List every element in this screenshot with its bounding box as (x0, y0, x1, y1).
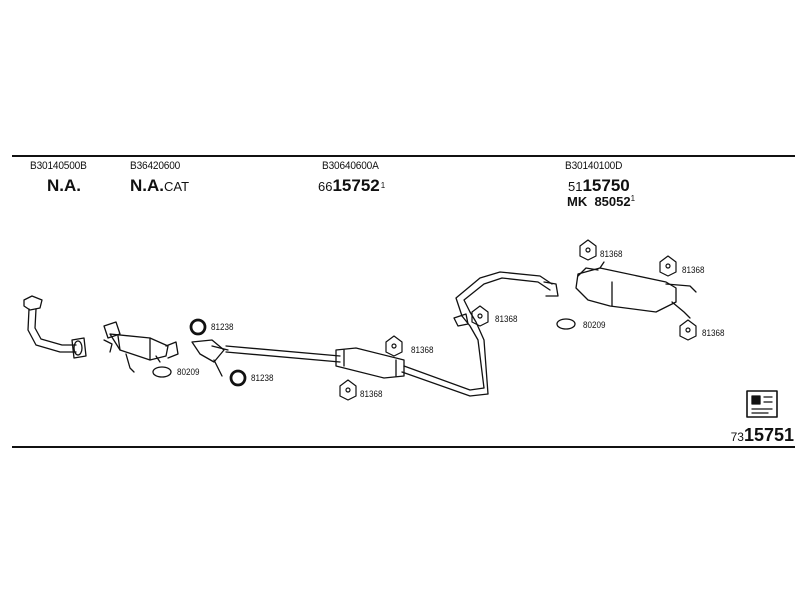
front-downpipe (23, 295, 87, 359)
mk-value: 85052 (594, 194, 631, 209)
label-81368-c: 81368 (360, 389, 383, 400)
ring-81238-top (189, 318, 207, 336)
label-80209-left: 80209 (177, 367, 200, 378)
part-number-1-main: N.A. (47, 176, 81, 195)
part-number-2-suffix: CAT (164, 179, 190, 194)
gasket-80209-left (152, 366, 172, 378)
part-number-3: 66157521 (318, 177, 385, 195)
part-number-4: 5115750 (568, 177, 630, 195)
ring-81238-bottom (229, 369, 247, 387)
label-81238-top: 81238 (211, 322, 234, 333)
label-81368-f: 81368 (702, 328, 725, 339)
part-number-4-main: 15750 (582, 176, 630, 195)
mk-label: MK (567, 194, 588, 209)
label-81368-a: 81368 (495, 314, 518, 325)
label-81238-bottom: 81238 (251, 373, 274, 384)
hanger-81368-f (679, 319, 697, 341)
hanger-81368-d (579, 239, 597, 261)
set-number: 7315751 (731, 425, 794, 446)
hanger-81368-a (471, 305, 489, 327)
part-number-3-main: 15752 (332, 176, 380, 195)
hanger-81368-e (659, 255, 677, 277)
set-number-main: 15751 (743, 425, 794, 445)
mk-number: MK 850521 (567, 194, 635, 209)
rear-muffler (575, 261, 697, 319)
logo-icon (746, 390, 778, 418)
part-code-3: B30640600A (322, 160, 379, 172)
part-number-3-sup: 1 (380, 181, 386, 190)
set-number-prefix: 73 (730, 430, 744, 444)
part-code-2: B36420600 (130, 160, 181, 172)
top-rule (12, 155, 795, 157)
hanger-81368-b (385, 335, 403, 357)
hanger-81368-c (339, 379, 357, 401)
part-number-1: N.A. (47, 177, 81, 194)
part-number-3-prefix: 66 (318, 179, 333, 194)
label-81368-d: 81368 (600, 249, 623, 260)
part-code-4: B30140100D (565, 160, 623, 172)
part-number-2-main: N.A. (130, 176, 164, 195)
label-81368-b: 81368 (411, 345, 434, 356)
label-81368-e: 81368 (682, 265, 705, 276)
label-80209-right: 80209 (583, 320, 606, 331)
middle-pipe (191, 271, 559, 397)
catalytic-converter (103, 321, 179, 373)
gasket-80209-right (556, 318, 576, 330)
bottom-rule (12, 446, 795, 448)
part-number-4-prefix: 51 (568, 179, 583, 194)
part-code-1: B30140500B (30, 160, 87, 172)
rubber-hangers (339, 239, 697, 401)
part-number-2: N.A.CAT (130, 177, 189, 195)
mk-sup: 1 (630, 194, 636, 203)
